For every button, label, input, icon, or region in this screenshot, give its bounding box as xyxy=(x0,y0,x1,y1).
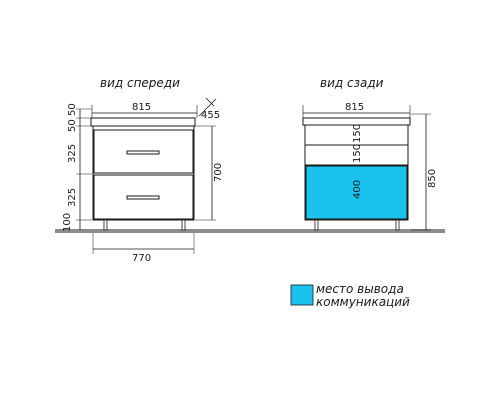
back-section-1: 150 xyxy=(352,144,363,163)
front-drawer-bottom-handle xyxy=(126,195,160,200)
front-height-3: 325 xyxy=(67,188,78,207)
back-leg-left xyxy=(314,219,319,231)
back-height-label: 850 xyxy=(427,169,438,188)
front-base-width-label: 770 xyxy=(132,253,151,264)
legend-swatch xyxy=(290,284,314,306)
back-leg-right xyxy=(395,219,400,231)
front-height-0: 50 xyxy=(67,103,78,116)
floor xyxy=(55,229,445,233)
legend-line-2: коммуникаций xyxy=(316,295,410,309)
legend: место вывода коммуникаций xyxy=(290,282,410,309)
front-top-width-label: 815 xyxy=(132,102,151,113)
legend-line-1: место вывода xyxy=(316,282,404,296)
back-section-0: 150 xyxy=(352,124,363,143)
front-leg-left xyxy=(103,219,108,231)
back-communication-zone xyxy=(305,165,408,220)
front-height-2: 325 xyxy=(67,144,78,163)
front-depth-label: 455 xyxy=(201,110,220,121)
front-countertop xyxy=(90,117,196,127)
front-view: вид спереди 815 455 700 xyxy=(62,76,224,264)
back-view-title: вид сзади xyxy=(320,76,384,90)
front-height-4: 100 xyxy=(62,213,73,232)
front-view-title: вид спереди xyxy=(100,76,180,90)
front-leg-right xyxy=(181,219,186,231)
back-section-2: 400 xyxy=(352,180,363,199)
front-height-1: 50 xyxy=(67,119,78,132)
front-drawer-top-handle xyxy=(126,150,160,155)
front-height-label: 700 xyxy=(213,163,224,182)
back-view: вид сзади 815 150 150 400 850 xyxy=(302,76,438,231)
back-top-width-label: 815 xyxy=(345,102,364,113)
